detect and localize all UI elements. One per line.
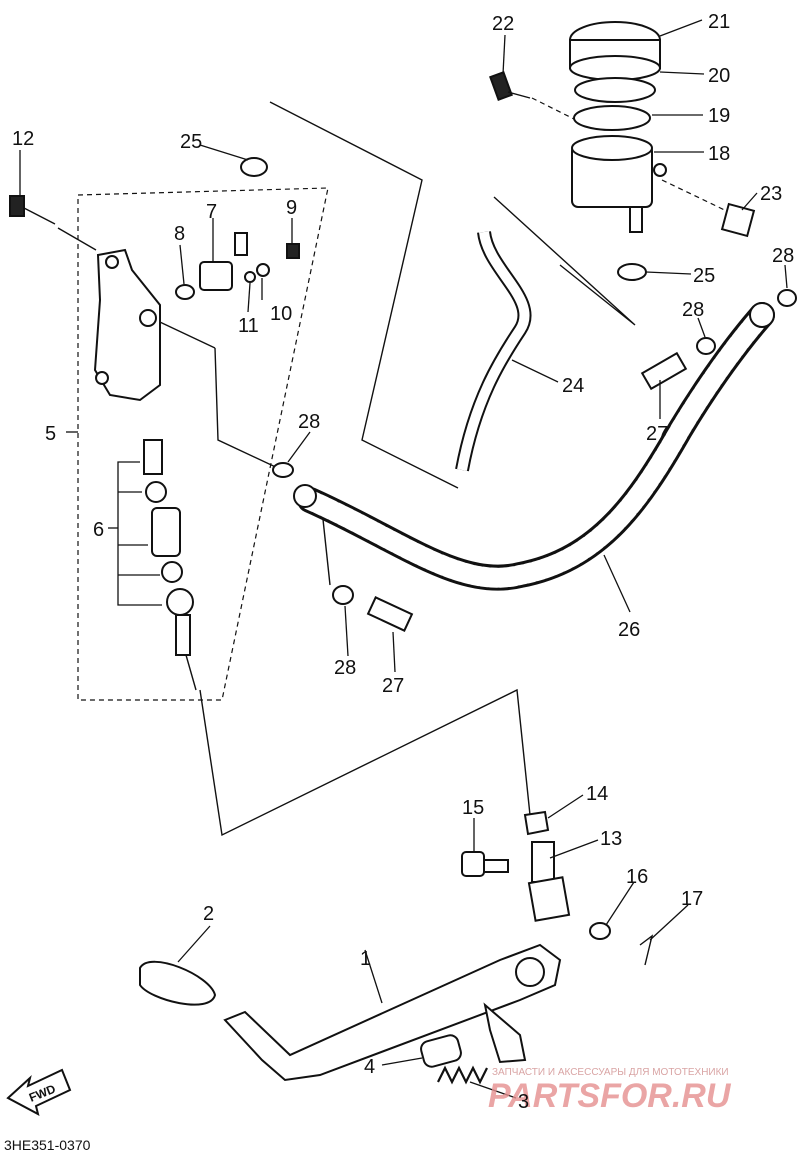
master-cylinder-assembly-box xyxy=(77,187,329,701)
connector-23 xyxy=(661,179,736,216)
callout-28-upper: 28 xyxy=(298,411,320,433)
collar-4 xyxy=(420,1034,462,1068)
callout-18: 18 xyxy=(708,143,730,165)
fwd-arrow-icon: FWD xyxy=(6,1068,72,1116)
hose-end-left xyxy=(293,484,317,508)
watermark-tagline: ЗАПЧАСТИ И АКСЕССУАРЫ ДЛЯ МОТОТЕХНИКИ xyxy=(492,1067,729,1078)
callout-27-right: 27 xyxy=(646,423,668,445)
piston-kit xyxy=(143,439,197,691)
screw-9 xyxy=(286,243,300,259)
connector-bolt-22 xyxy=(531,97,581,123)
washer-28-c xyxy=(696,337,716,355)
union-7 xyxy=(199,232,248,291)
callout-11: 11 xyxy=(238,315,259,337)
union-bolt-27-b xyxy=(640,351,688,391)
callout-1: 1 xyxy=(360,948,371,970)
washer-11 xyxy=(244,271,256,283)
callout-6: 6 xyxy=(93,519,104,541)
washer-28-b xyxy=(332,585,354,605)
callout-14: 14 xyxy=(586,783,608,805)
callout-2: 2 xyxy=(203,903,214,925)
callout-22: 22 xyxy=(492,13,514,35)
union-bolt-27-a xyxy=(366,596,414,632)
callout-5: 5 xyxy=(45,423,56,445)
washer-28-a xyxy=(272,462,294,478)
callout-25-left: 25 xyxy=(180,131,202,153)
callout-13: 13 xyxy=(600,828,622,850)
reservoir-hose-inner xyxy=(457,231,530,471)
bolt-15 xyxy=(461,851,509,877)
hose-clamp-25-right xyxy=(617,263,647,281)
callout-26: 26 xyxy=(618,619,640,641)
callout-28-lower: 28 xyxy=(334,657,356,679)
callout-23: 23 xyxy=(760,183,782,205)
diagram-code: 3HE351-0370 xyxy=(4,1137,91,1153)
callout-21: 21 xyxy=(708,11,730,33)
leader-lines xyxy=(19,19,788,1099)
callout-27-left: 27 xyxy=(382,675,404,697)
brake-hose-inner xyxy=(300,305,772,588)
washer-28-d xyxy=(777,289,797,307)
callout-4: 4 xyxy=(364,1056,375,1078)
callout-16: 16 xyxy=(626,866,648,888)
bolt-12 xyxy=(9,195,56,225)
connector-cyl-hose xyxy=(214,347,283,471)
reservoir-tank xyxy=(571,135,667,233)
footrest-rubber-2 xyxy=(139,960,217,1006)
callout-10: 10 xyxy=(270,303,292,325)
bracket-6 xyxy=(117,461,162,606)
callout-7: 7 xyxy=(206,201,217,223)
bolt-22 xyxy=(489,71,531,101)
diaphragm-plate xyxy=(574,77,656,103)
hose-clamp-25-left xyxy=(240,157,268,177)
cotter-pin-17 xyxy=(639,934,654,966)
clevis-13 xyxy=(527,841,571,922)
connector-bolt-12 xyxy=(57,227,97,251)
callout-8: 8 xyxy=(174,223,185,245)
o-ring-8 xyxy=(175,284,195,300)
connector-upper xyxy=(269,101,459,489)
callout-28-right: 28 xyxy=(772,245,794,267)
nut-14 xyxy=(523,810,550,836)
reservoir-cap xyxy=(569,21,661,81)
master-cylinder-body xyxy=(93,248,161,402)
bracket-23 xyxy=(720,202,756,238)
connector-lower xyxy=(199,688,531,837)
callout-9: 9 xyxy=(286,197,297,219)
connector-hose-upper xyxy=(493,196,636,326)
washer-16 xyxy=(589,922,611,940)
callout-3: 3 xyxy=(518,1091,529,1113)
watermark-brand: PARTSFOR.RU xyxy=(488,1077,732,1115)
washer-10 xyxy=(256,263,270,277)
connector-hose-down xyxy=(321,509,331,586)
callout-20: 20 xyxy=(708,65,730,87)
callout-28-mid: 28 xyxy=(682,299,704,321)
spring-3 xyxy=(437,1065,488,1085)
callout-12: 12 xyxy=(12,128,34,150)
callout-24: 24 xyxy=(562,375,584,397)
brake-pedal xyxy=(223,943,562,1082)
callout-17: 17 xyxy=(681,888,703,910)
callout-25-right: 25 xyxy=(693,265,715,287)
callout-19: 19 xyxy=(708,105,730,127)
diaphragm xyxy=(573,105,651,131)
hose-end-right xyxy=(749,302,775,328)
callout-15: 15 xyxy=(462,797,484,819)
